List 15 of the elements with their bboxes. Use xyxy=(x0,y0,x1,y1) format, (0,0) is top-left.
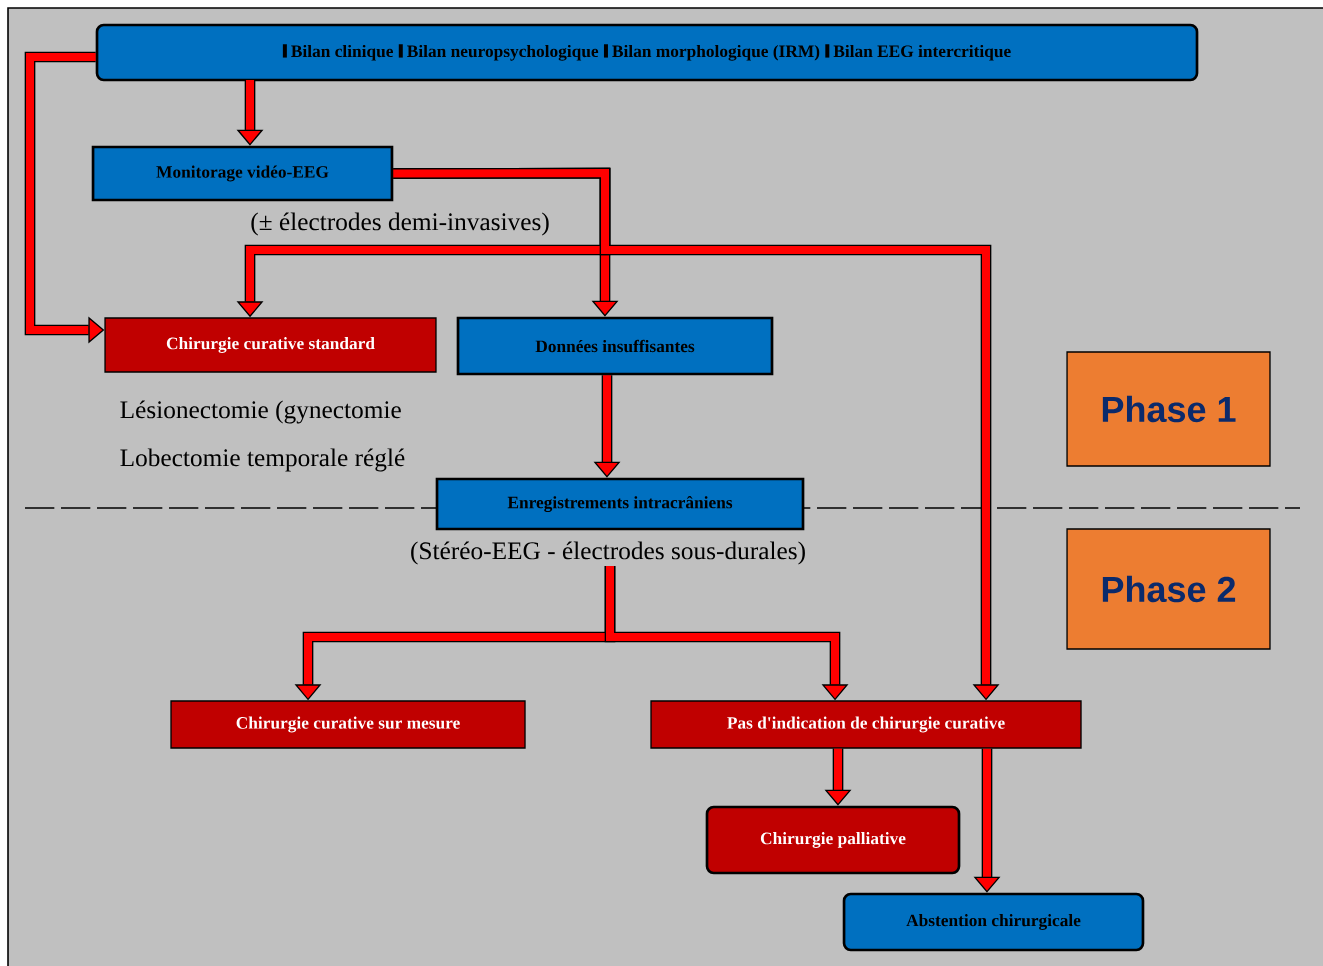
outcome-box: Chirurgie curative standard xyxy=(104,317,437,373)
assessment-box: Bilan clinique Bilan neuropsychologique Bilan morphologique (IRM) Bilan EEG intercritique xyxy=(95,23,1199,82)
annotation-text: Lésionectomie (gynectomie xyxy=(120,400,401,424)
outcome-box: Pas d'indication de chirurgie curative xyxy=(650,700,1082,749)
annotation-text: (± électrodes demi-invasives) xyxy=(251,212,549,236)
phase-box: Phase 1 xyxy=(1066,351,1271,467)
process-box: Enregistrements intracrâniens xyxy=(435,477,805,531)
phase-box: Phase 2 xyxy=(1066,528,1271,650)
annotation-text: (Stéréo-EEG - électrodes sous-durales) xyxy=(411,541,805,565)
outcome-box: Abstention chirurgicale xyxy=(842,892,1145,952)
outcome-box: Chirurgie palliative xyxy=(705,805,961,875)
annotation-text: Lobectomie temporale réglé xyxy=(120,448,405,472)
process-box: Monitorage vidéo-EEG xyxy=(91,145,394,202)
process-box: Données insuffisantes xyxy=(456,316,774,376)
outcome-box: Chirurgie curative sur mesure xyxy=(170,700,526,749)
